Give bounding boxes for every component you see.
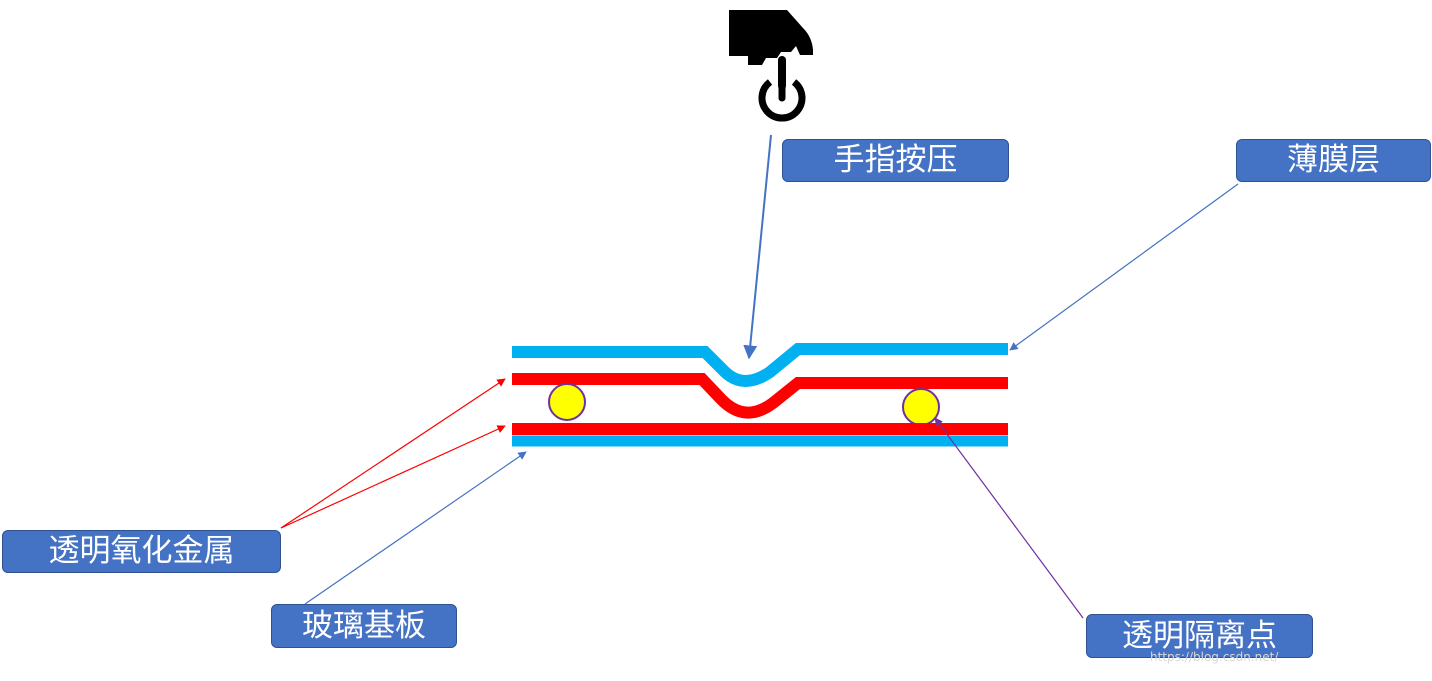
film-layer-arrow [1009,183,1239,351]
label-finger-press: 手指按压 [782,139,1009,182]
label-transparent-metal-oxide-text: 透明氧化金属 [48,533,235,569]
spacer-dot-arrow [934,417,1084,619]
label-finger-press-text: 手指按压 [833,142,958,178]
spacer-dot-left [548,383,586,421]
watermark: https://blog.csdn.net/ [1150,650,1279,664]
label-film-layer: 薄膜层 [1236,139,1431,182]
label-glass-substrate: 玻璃基板 [271,604,457,648]
oxide-layer-upper [512,373,1008,419]
film-layer-top [512,343,1008,387]
label-transparent-metal-oxide: 透明氧化金属 [2,530,281,573]
finger-press-arrow [743,134,772,360]
hand-pointing-down-icon [729,10,813,90]
label-glass-substrate-text: 玻璃基板 [302,607,426,644]
label-film-layer-text: 薄膜层 [1287,142,1380,178]
oxide-arrow-upper [280,378,506,529]
power-icon [758,68,806,122]
spacer-dot-right [902,388,940,426]
oxide-arrow-lower [280,425,506,529]
label-transparent-spacer-dot: 透明隔离点 [1086,614,1313,658]
glass-substrate-arrow [304,451,527,605]
label-transparent-spacer-dot-text: 透明隔离点 [1122,617,1277,654]
